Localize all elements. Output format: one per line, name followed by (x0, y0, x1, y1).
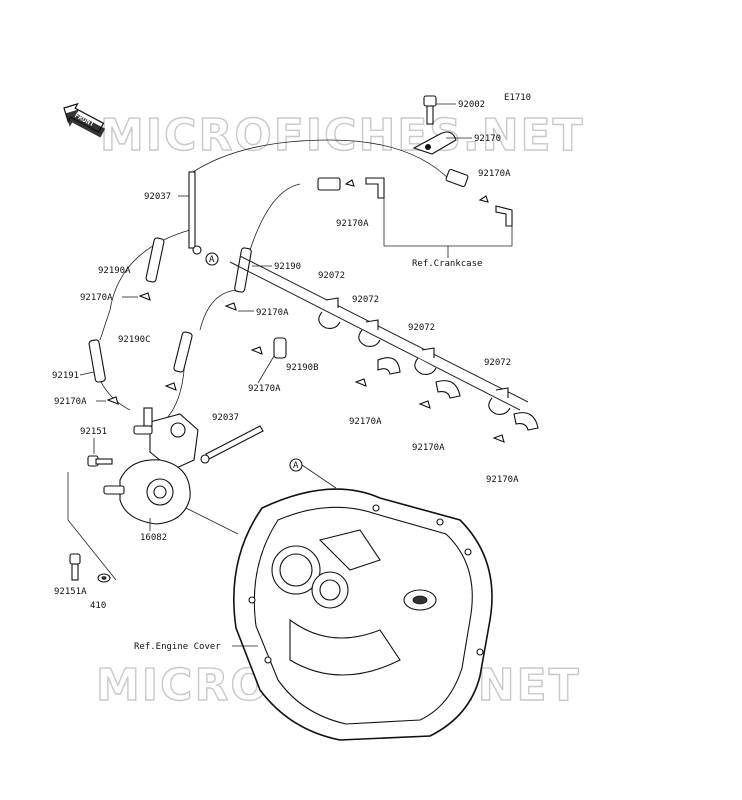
hose-92190b (273, 337, 287, 359)
bolt-92002 (423, 95, 437, 125)
elbow-hoses (354, 357, 539, 443)
label-92190: 92190 (274, 262, 301, 272)
watermark-top: MICROFICHES.NET (100, 110, 585, 161)
label-92151a: 92151A (54, 587, 87, 597)
ref-engine-cover: Ref.Engine Cover (134, 642, 221, 652)
label-92190c: 92190C (118, 335, 151, 345)
clip-92170a-lower-left (106, 382, 177, 405)
elbow-fitting-top (365, 177, 385, 199)
ref-crankcase: Ref.Crankcase (412, 259, 482, 269)
callout-a-lower-label: A (293, 461, 299, 471)
label-92170a-left: 92170A (80, 293, 113, 303)
label-92151: 92151 (80, 427, 107, 437)
clamp-92072-1 (318, 297, 341, 329)
clip-92170a-mid (224, 302, 237, 311)
label-410: 410 (90, 601, 106, 611)
label-92170a-elbow-2: 92170A (412, 443, 445, 453)
clamp-92072-4 (488, 387, 511, 415)
pump-16082 (103, 459, 191, 525)
engine-cover (233, 488, 493, 741)
clip-92170a-left (138, 292, 151, 301)
bolt-92151 (87, 455, 113, 467)
clip-92170a-top (344, 179, 489, 203)
label-92191: 92191 (52, 371, 79, 381)
washer-410 (97, 573, 111, 583)
rod-92037-upper (188, 171, 202, 255)
label-92170a-top-right: 92170A (478, 169, 511, 179)
label-92037-upper: 92037 (144, 192, 171, 202)
hose-right-top (445, 168, 513, 227)
valve-block (133, 407, 199, 471)
hose-92190c (173, 331, 193, 373)
hose-short-top (317, 177, 341, 191)
label-92072-1: 92072 (318, 271, 345, 281)
label-92072-2: 92072 (352, 295, 379, 305)
label-92170a-elbow-3: 92170A (486, 475, 519, 485)
clip-92170a-center (250, 346, 263, 355)
clamp-92072-3 (414, 347, 437, 375)
rod-92037-lower (200, 425, 264, 464)
label-92190a: 92190A (98, 266, 131, 276)
hose-92190 (234, 247, 252, 293)
label-92170a-center: 92170A (248, 384, 281, 394)
diagram-code: E1710 (504, 93, 531, 103)
label-92170a-lower-left: 92170A (54, 397, 87, 407)
label-16082: 16082 (140, 533, 167, 543)
front-arrow-icon: FRONT (63, 102, 106, 138)
label-92002: 92002 (458, 100, 485, 110)
label-92170a-elbow-1: 92170A (349, 417, 382, 427)
label-92072-3: 92072 (408, 323, 435, 333)
label-92190b: 92190B (286, 363, 319, 373)
callout-a-upper-label: A (209, 255, 215, 265)
clamp-92170 (412, 131, 457, 155)
hose-92190a (145, 237, 165, 283)
label-92072-4: 92072 (484, 358, 511, 368)
label-92170a-mid: 92170A (256, 308, 289, 318)
clamp-92072-2 (358, 319, 381, 347)
hose-92191 (88, 339, 106, 383)
label-92170: 92170 (474, 134, 501, 144)
label-92170a-top-mid: 92170A (336, 219, 369, 229)
callout-a-upper (205, 252, 219, 266)
label-92037-lower: 92037 (212, 413, 239, 423)
bolt-92151a (69, 553, 81, 581)
